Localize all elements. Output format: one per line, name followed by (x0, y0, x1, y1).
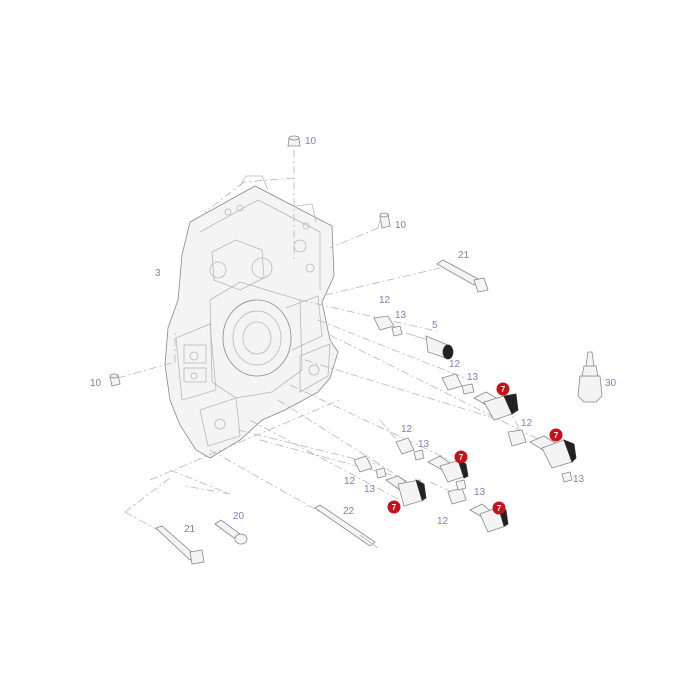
svg-text:7: 7 (392, 503, 397, 512)
label-13-f: 13 (474, 487, 486, 498)
screw-13-e (375, 467, 387, 479)
svg-text:7: 7 (554, 431, 559, 440)
screw-13-b (461, 383, 475, 395)
bolt-20 (214, 519, 248, 545)
label-13-b: 13 (467, 372, 479, 383)
label-10-top: 10 (305, 136, 317, 147)
housing-part-3 (164, 175, 339, 459)
label-13-c: 13 (573, 474, 585, 485)
label-3: 3 (155, 268, 161, 279)
label-12-d: 12 (401, 424, 413, 435)
screw-13-f (455, 479, 467, 491)
solenoid-valve-1 (473, 391, 519, 421)
svg-text:7: 7 (501, 385, 506, 394)
bolt-21-lower (155, 525, 205, 565)
clip-12-b (441, 373, 463, 391)
label-30: 30 (605, 378, 617, 389)
label-21-lower: 21 (184, 524, 196, 535)
label-10-right: 10 (395, 220, 407, 231)
svg-text:7: 7 (497, 504, 502, 513)
plug-10-top (287, 135, 301, 147)
label-13-d: 13 (418, 439, 430, 450)
label-12-b: 12 (449, 359, 461, 370)
marker-7-e: 7 (492, 501, 506, 515)
plug-10-left (109, 373, 121, 387)
label-12-c: 12 (521, 418, 533, 429)
screw-13-c (561, 471, 573, 483)
label-22: 22 (343, 506, 355, 517)
label-13-e: 13 (364, 484, 376, 495)
clip-12-f (447, 487, 467, 505)
label-5: 5 (432, 320, 438, 331)
marker-7-c: 7 (454, 450, 468, 464)
marker-7-d: 7 (387, 500, 401, 514)
reference-markers: 7 7 7 7 7 (387, 382, 563, 515)
sealant-bottle-30 (577, 351, 603, 403)
screw-13-a (391, 325, 403, 337)
bolt-21-upper (436, 259, 489, 293)
plug-10-right (379, 212, 391, 229)
clip-12-e (353, 455, 373, 473)
label-21-upper: 21 (458, 250, 470, 261)
marker-7-a: 7 (496, 382, 510, 396)
marker-7-b: 7 (549, 428, 563, 442)
svg-text:7: 7 (459, 453, 464, 462)
clip-12-c (507, 429, 527, 447)
label-12-e: 12 (344, 476, 356, 487)
solenoid-valve-4 (385, 475, 427, 507)
label-20: 20 (233, 511, 245, 522)
label-12-f: 12 (437, 516, 449, 527)
clip-12-d (395, 437, 415, 455)
bolt-22 (314, 504, 379, 549)
solenoid-valve-3 (427, 455, 469, 483)
label-12-a: 12 (379, 295, 391, 306)
screw-13-d (413, 449, 425, 461)
label-10-left: 10 (90, 378, 102, 389)
label-13-a: 13 (395, 310, 407, 321)
clip-12-a (373, 315, 395, 331)
solenoid-valve-2 (529, 435, 577, 469)
part-labels: 10 10 10 3 21 21 12 13 5 12 13 30 12 12 … (90, 136, 617, 535)
part-5 (405, 332, 454, 360)
